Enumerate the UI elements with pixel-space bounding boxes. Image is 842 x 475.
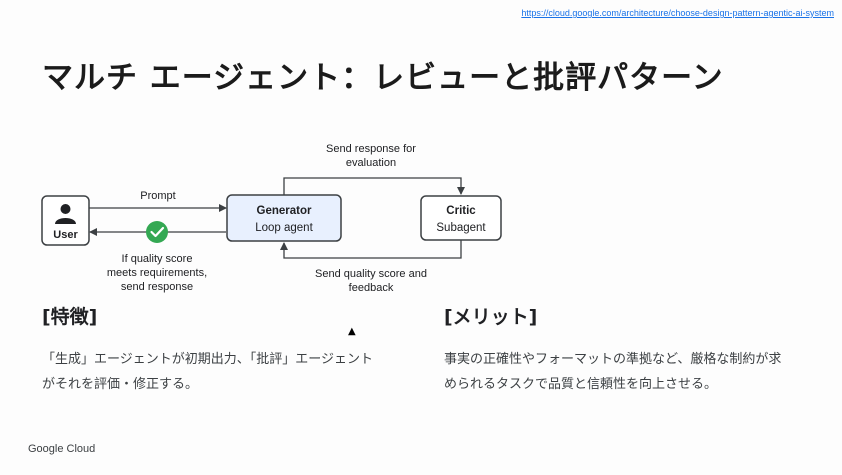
check-icon bbox=[146, 221, 168, 243]
send-label-line1: Send response for bbox=[326, 143, 416, 155]
page-title: マルチ エージェント：レビューと批評パターン bbox=[42, 60, 724, 96]
return-label-line2: meets requirements, bbox=[107, 267, 207, 279]
return-label-line1: If quality score bbox=[122, 253, 193, 265]
person-icon bbox=[55, 204, 76, 224]
user-label: User bbox=[53, 229, 78, 241]
critic-subtitle: Subagent bbox=[436, 222, 486, 234]
critic-title: Critic bbox=[446, 205, 476, 217]
prompt-label: Prompt bbox=[140, 190, 175, 202]
merits-heading: [メリット] bbox=[444, 306, 538, 328]
generator-subtitle: Loop agent bbox=[255, 222, 313, 234]
generator-title: Generator bbox=[257, 205, 312, 217]
feedback-arrow bbox=[280, 240, 462, 259]
features-line1: 「生成」エージェントが初期出力、「批評」エージェント bbox=[42, 352, 373, 367]
feedback-label-line1: Send quality score and bbox=[315, 268, 427, 280]
merits-line1: 事実の正確性やフォーマットの準拠など、厳格な制約が求 bbox=[444, 352, 782, 367]
return-label-line3: send response bbox=[121, 281, 193, 293]
feedback-label-line2: feedback bbox=[349, 282, 394, 294]
features-heading: [特徴] bbox=[42, 306, 98, 328]
merits-body: 事実の正確性やフォーマットの準拠など、厳格な制約が求 められるタスクで品質と信頼… bbox=[444, 347, 781, 397]
source-link[interactable]: https://cloud.google.com/architecture/ch… bbox=[521, 8, 834, 18]
features-body: 「生成」エージェントが初期出力、「批評」エージェント がそれを評価・修正する。 bbox=[42, 347, 373, 397]
generator-node: Generator Loop agent bbox=[226, 194, 342, 242]
merits-line2: められるタスクで品質と信頼性を向上させる。 bbox=[444, 377, 718, 392]
user-node: User bbox=[41, 195, 90, 246]
critic-node: Critic Subagent bbox=[420, 195, 502, 241]
send-label-line2: evaluation bbox=[346, 157, 396, 169]
features-line2: がそれを評価・修正する。 bbox=[42, 377, 199, 392]
footer-brand: Google Cloud bbox=[28, 443, 96, 455]
mouse-cursor-icon: ▲ bbox=[348, 326, 356, 337]
send-response-arrow bbox=[283, 177, 465, 195]
